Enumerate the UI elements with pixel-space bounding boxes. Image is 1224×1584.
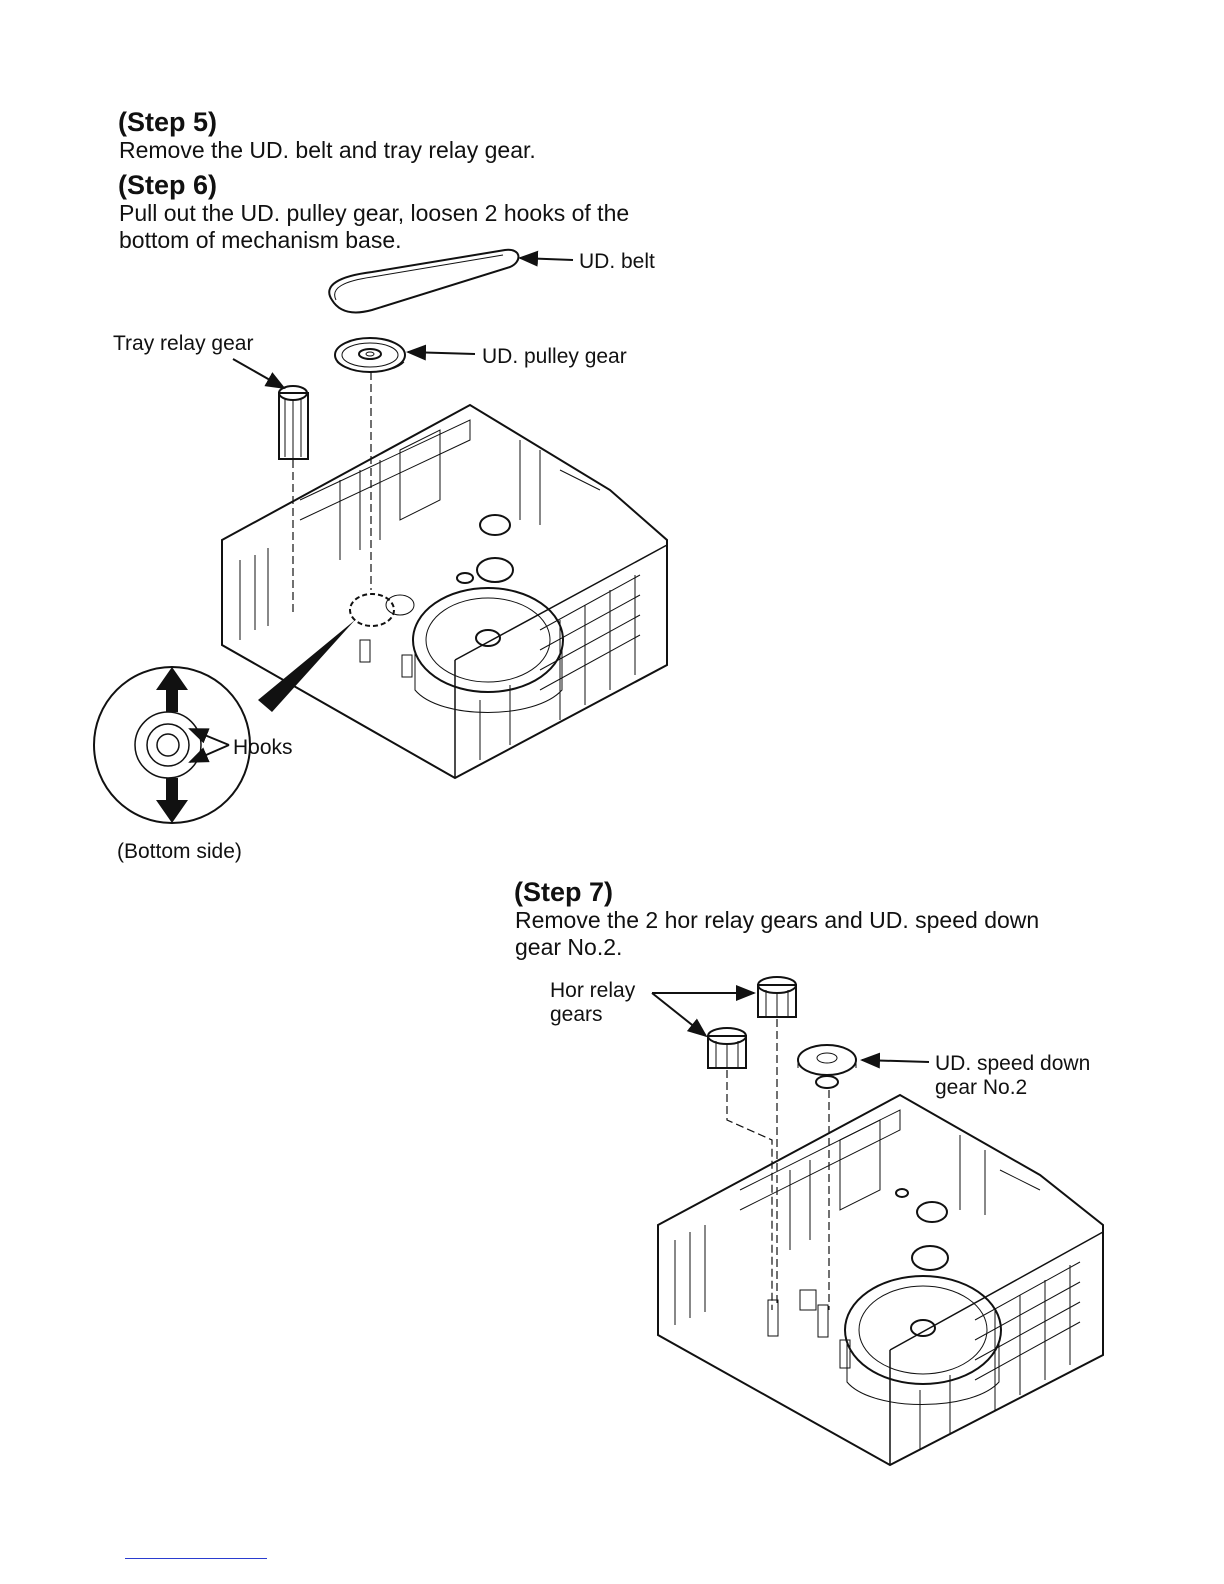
hor-relay-gears-label-line1: Hor relay xyxy=(550,979,636,1002)
move-direction-arrow xyxy=(156,667,188,823)
hooks-label: Hooks xyxy=(233,736,293,759)
step6-title: (Step 6) xyxy=(118,170,218,200)
hor-relay-gears-label-line2: gears xyxy=(550,1003,603,1026)
tray-relay-gear-drawing xyxy=(278,385,309,460)
ud-belt-leader xyxy=(518,250,574,267)
step5-title: (Step 5) xyxy=(118,107,218,137)
tray-relay-gear-leader xyxy=(232,358,286,389)
ud-belt-drawing xyxy=(328,248,520,314)
ud-speed-down-gear-label-line1: UD. speed down xyxy=(935,1052,1091,1075)
ud-speed-down-gear-drawing xyxy=(797,1044,857,1089)
bottom-side-label: (Bottom side) xyxy=(117,840,242,863)
step5-instruction: Remove the UD. belt and tray relay gear. xyxy=(119,137,536,163)
step6-instruction-line1: Pull out the UD. pulley gear, loosen 2 h… xyxy=(119,200,630,226)
ud-pulley-gear-drawing xyxy=(334,337,406,373)
mechanism-base-drawing xyxy=(221,403,668,780)
ud-pulley-gear-label: UD. pulley gear xyxy=(482,345,627,368)
ud-speed-down-gear-label-line2: gear No.2 xyxy=(935,1076,1028,1099)
step7-instruction-line1: Remove the 2 hor relay gears and UD. spe… xyxy=(515,907,1040,933)
step6-diagram xyxy=(93,248,668,824)
step7-title: (Step 7) xyxy=(514,877,614,907)
step7-instruction-line2: gear No.2. xyxy=(515,934,623,960)
step6-instruction-line2: bottom of mechanism base. xyxy=(119,227,402,253)
tray-relay-gear-label: Tray relay gear xyxy=(113,332,254,355)
footer-rule xyxy=(125,1558,267,1559)
ud-pulley-gear-leader xyxy=(406,344,476,361)
ud-speed-down-gear-leader xyxy=(860,1052,930,1069)
ud-belt-label: UD. belt xyxy=(579,250,655,273)
hor-relay-gear-upper-drawing xyxy=(757,976,797,1018)
hor-relay-leader-lower xyxy=(651,992,708,1038)
hor-relay-gear-lower-drawing xyxy=(707,1027,747,1069)
step7-mechanism-base-drawing xyxy=(657,1093,1104,1467)
